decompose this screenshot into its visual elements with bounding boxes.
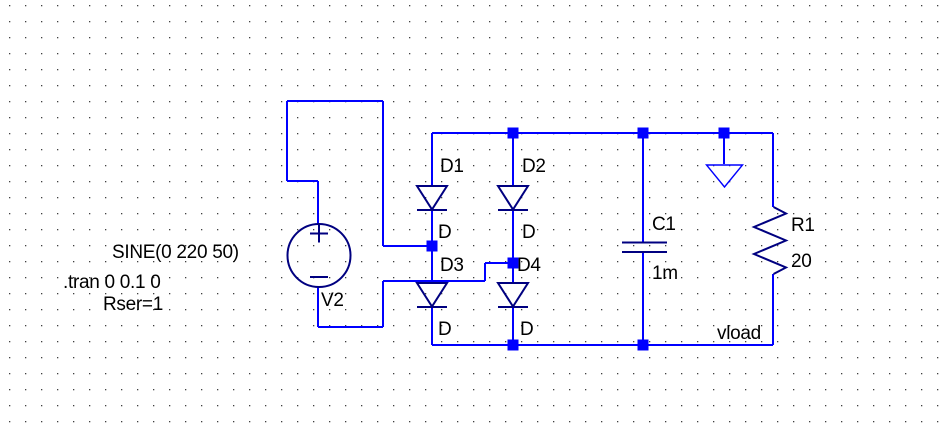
directive-rser[interactable]: Rser=1 (103, 294, 163, 315)
diode-triangle-icon[interactable] (496, 282, 530, 309)
label-d4[interactable]: D4 (517, 255, 542, 276)
label-d2[interactable]: D2 (522, 156, 546, 177)
junction-dot (426, 240, 438, 252)
labels: SINE(0 220 50) .tran 0 0.1 0 Rser=1 V2 D… (63, 156, 815, 344)
label-d2-model[interactable]: D (522, 222, 536, 243)
diode-d3[interactable] (415, 282, 449, 309)
label-d3[interactable]: D3 (440, 255, 464, 276)
net-label-vload[interactable]: vload (717, 323, 761, 344)
label-c1-value[interactable]: 1m (652, 263, 678, 284)
junction-dot (718, 127, 730, 139)
ground-icon[interactable] (705, 164, 744, 189)
label-d1[interactable]: D1 (440, 156, 464, 177)
label-r1-value[interactable]: 20 (791, 251, 812, 272)
diode-d4[interactable] (496, 282, 530, 309)
diode-triangle-icon[interactable] (496, 185, 530, 212)
directive-sine[interactable]: SINE(0 220 50) (112, 242, 239, 263)
voltage-source-v2[interactable] (286, 223, 352, 288)
wire-vminus-path[interactable] (317, 262, 513, 328)
diode-d2[interactable] (496, 185, 530, 212)
voltage-source-body[interactable] (286, 223, 352, 288)
junction-dot (507, 127, 519, 139)
label-d4-model[interactable]: D (520, 319, 534, 340)
diode-d1[interactable] (415, 185, 449, 212)
capacitor-c1[interactable] (622, 241, 667, 253)
resistor-zigzag-icon[interactable] (751, 206, 789, 275)
diode-triangle-icon[interactable] (415, 185, 449, 212)
components (286, 185, 789, 309)
junction-dots (426, 127, 730, 351)
label-d3-model[interactable]: D (438, 319, 452, 340)
label-v2[interactable]: V2 (321, 290, 344, 311)
junction-dot (507, 339, 519, 351)
wire-vplus-path[interactable] (286, 100, 432, 247)
label-d1-model[interactable]: D (438, 222, 452, 243)
label-c1[interactable]: C1 (652, 214, 676, 235)
diode-triangle-icon[interactable] (415, 282, 449, 309)
plus-icon (310, 224, 328, 243)
directive-tran[interactable]: .tran 0 0.1 0 (63, 272, 161, 293)
junction-dot (507, 257, 519, 269)
junction-dot (637, 339, 649, 351)
resistor-r1[interactable] (751, 206, 789, 275)
junction-dot (637, 127, 649, 139)
label-r1[interactable]: R1 (791, 215, 815, 236)
ground-symbol[interactable] (705, 164, 744, 189)
